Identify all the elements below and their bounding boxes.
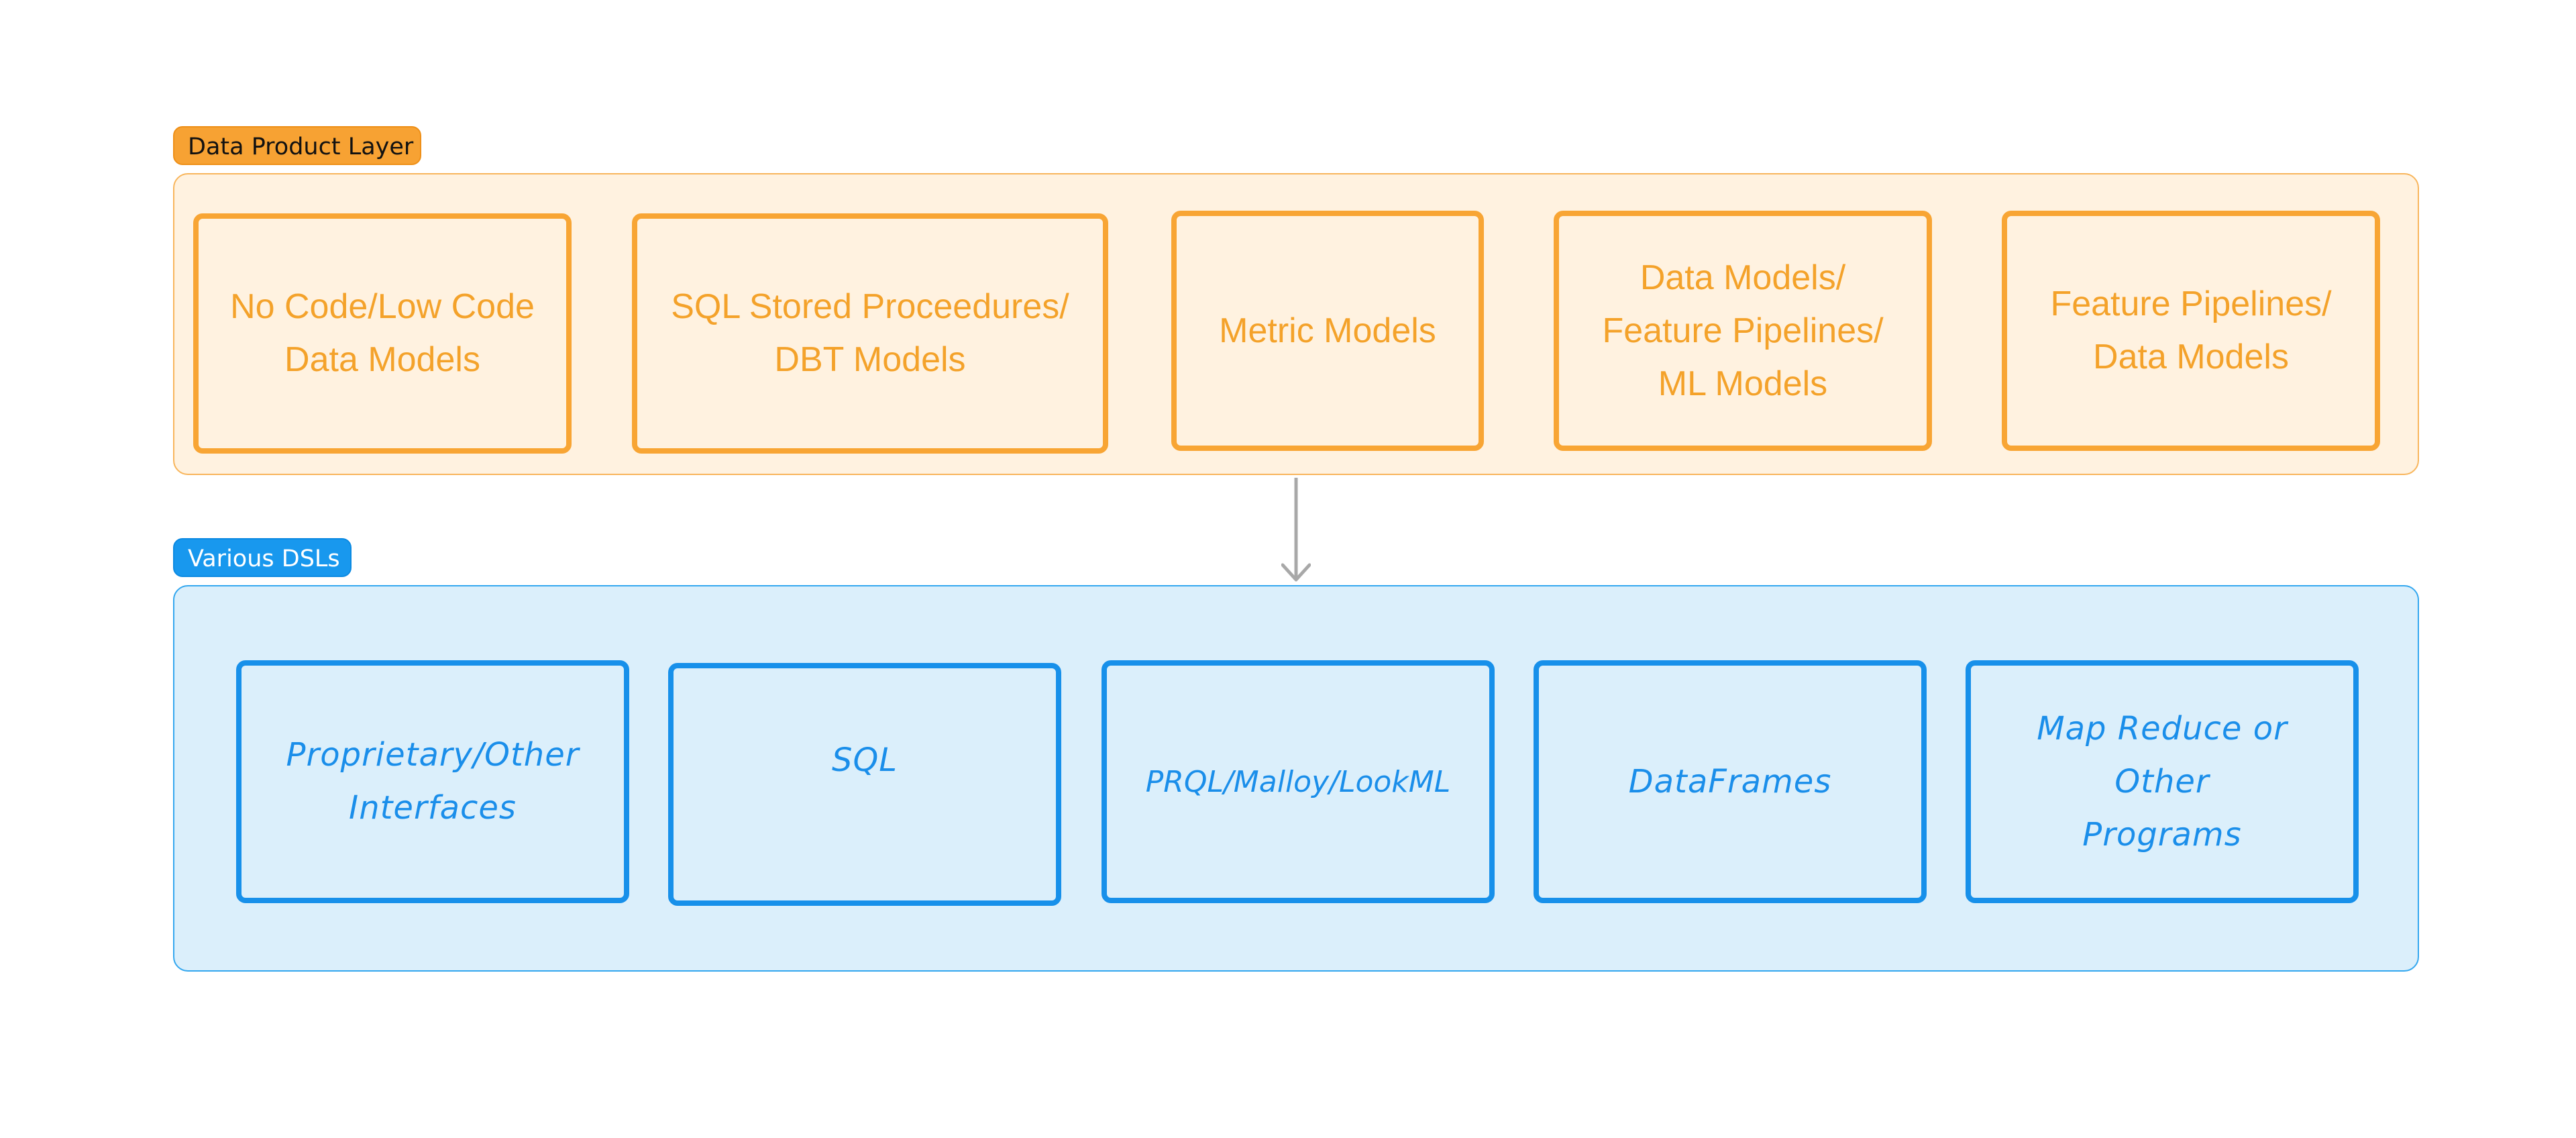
node-map-reduce[interactable]: Map Reduce or Other Programs xyxy=(1966,660,2359,903)
connector-arrowhead xyxy=(1281,563,1311,582)
data-product-layer-tag: Data Product Layer xyxy=(173,126,421,165)
node-label: Metric Models xyxy=(1219,311,1436,350)
node-label: DataFrames xyxy=(1628,762,1832,800)
data-product-layer-panel xyxy=(173,173,2419,475)
node-label: Map Reduce or Other Programs xyxy=(2037,709,2288,854)
node-sql-stored-procedures[interactable]: SQL Stored Proceedures/ DBT Models xyxy=(632,213,1108,454)
various-dsls-panel xyxy=(173,585,2419,972)
node-dataframes[interactable]: DataFrames xyxy=(1534,660,1927,903)
node-label: No Code/Low Code Data Models xyxy=(230,287,535,379)
node-metric-models[interactable]: Metric Models xyxy=(1171,211,1484,451)
connector-arrow xyxy=(1281,478,1311,582)
node-label: Feature Pipelines/ Data Models xyxy=(2050,284,2332,376)
node-sql[interactable]: SQL xyxy=(668,663,1061,906)
node-label: PRQL/Malloy/LookML xyxy=(1145,764,1451,799)
node-prql-malloy-lookml[interactable]: PRQL/Malloy/LookML xyxy=(1102,660,1495,903)
node-feature-pipelines-data-models[interactable]: Feature Pipelines/ Data Models xyxy=(2002,211,2380,451)
node-no-code-low-code[interactable]: No Code/Low Code Data Models xyxy=(193,213,572,454)
node-label: Proprietary/Other Interfaces xyxy=(286,736,580,827)
various-dsls-tag: Various DSLs xyxy=(173,538,352,577)
node-label: SQL Stored Proceedures/ DBT Models xyxy=(671,287,1069,379)
node-data-feature-ml-models[interactable]: Data Models/ Feature Pipelines/ ML Model… xyxy=(1554,211,1932,451)
node-label: Data Models/ Feature Pipelines/ ML Model… xyxy=(1602,258,1884,403)
node-label: SQL xyxy=(832,741,898,779)
node-proprietary-other[interactable]: Proprietary/Other Interfaces xyxy=(236,660,629,903)
